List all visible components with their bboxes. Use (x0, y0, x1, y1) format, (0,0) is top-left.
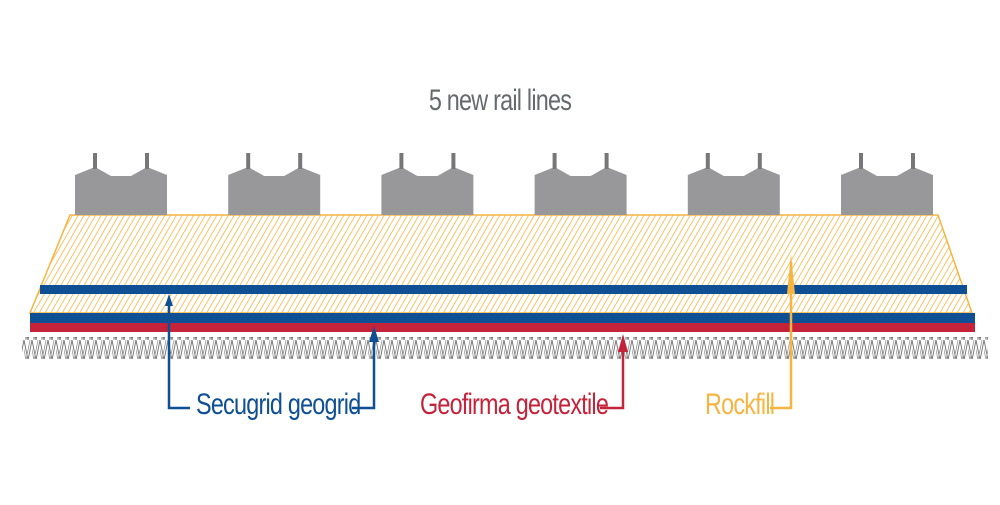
rail-icon (246, 153, 251, 169)
upper-geogrid-layer (40, 285, 967, 294)
rail-icon (93, 153, 97, 169)
rail-icon (451, 153, 456, 169)
rail-sleeper-icon (381, 153, 474, 215)
rail-icon (399, 153, 404, 169)
rail-icon (911, 153, 915, 169)
arrow-up-icon (618, 334, 628, 352)
rail-sleeper-icon (841, 153, 933, 215)
rockfill-callout (770, 262, 793, 410)
rail-sleeper-icon (687, 153, 780, 215)
geotextile-layer (30, 323, 975, 332)
arrow-up-icon (369, 326, 379, 342)
rail-sleeper-icon (534, 153, 627, 215)
secugrid-geogrid-label: Secugrid geogrid (196, 388, 361, 421)
geofirma-geotextile-label: Geofirma geotextile (420, 388, 609, 421)
rockfill-label: Rockfill (705, 388, 775, 421)
rail-icon (859, 153, 863, 169)
rail-sleeper-icon (228, 153, 321, 215)
arrow-up-icon (165, 294, 173, 306)
rail-icon (705, 153, 710, 169)
rockfill-layer (28, 214, 974, 314)
secugrid-callout (167, 300, 376, 410)
geofirma-callout (600, 340, 625, 410)
rail-icon (604, 153, 609, 169)
rail-sleeper-icon (75, 153, 167, 215)
rail-icon (145, 153, 149, 169)
lower-geogrid-layer (30, 313, 975, 323)
rail-icon (757, 153, 762, 169)
rail-icon (298, 153, 303, 169)
rail-lines (75, 153, 933, 215)
ground-layer (22, 337, 988, 359)
diagram-title: 5 new rail lines (428, 84, 572, 117)
rail-icon (552, 153, 557, 169)
arrow-up-icon (787, 254, 795, 294)
